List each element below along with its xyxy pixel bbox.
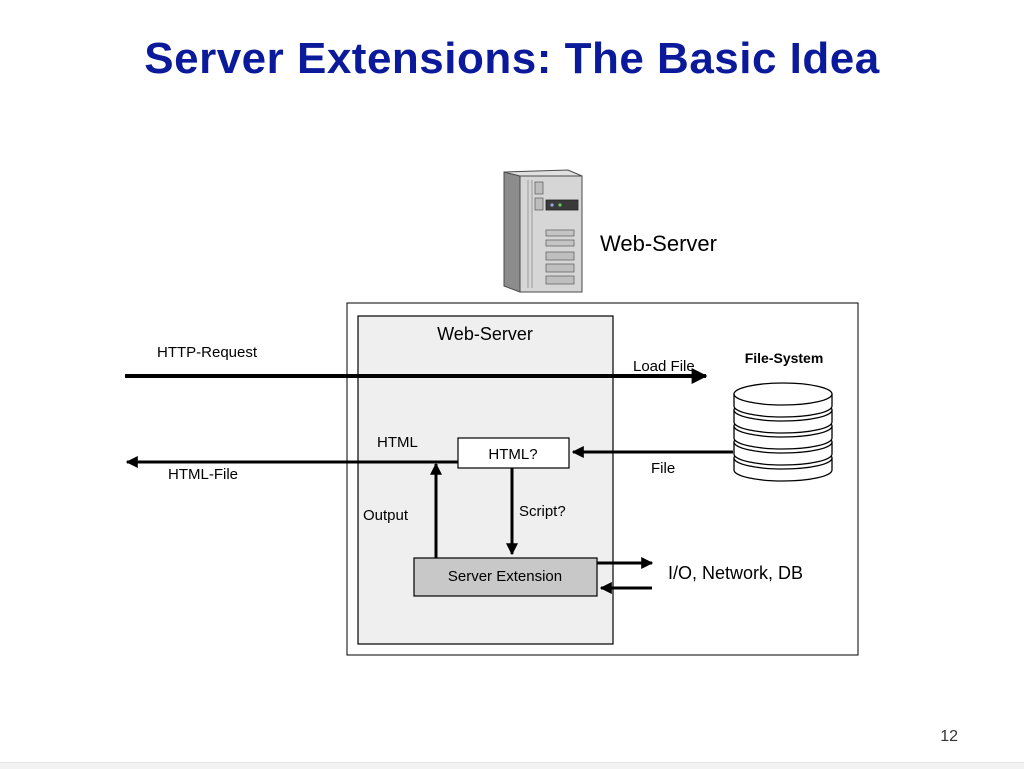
http-request-label: HTTP-Request [157, 344, 258, 361]
html-label: HTML [377, 434, 418, 451]
web-server-box-label: Web-Server [437, 324, 533, 344]
script-label: Script? [519, 503, 566, 520]
footer-bar [0, 762, 1024, 769]
load-file-label: Load File [633, 358, 695, 375]
io-network-db-label: I/O, Network, DB [668, 563, 803, 583]
server-extension-label: Server Extension [448, 568, 562, 585]
html-check-label: HTML? [488, 446, 537, 463]
slide-title: Server Extensions: The Basic Idea [144, 34, 880, 83]
html-check-box [457, 437, 570, 469]
file-label: File [651, 460, 675, 477]
output-label: Output [363, 507, 409, 524]
server-icon-label: Web-Server [600, 231, 717, 256]
server-extension-box [413, 557, 598, 597]
server-tower-icon [503, 169, 583, 293]
html-file-label: HTML-File [168, 466, 238, 483]
page-number: 12 [940, 728, 958, 745]
file-system-disk-stack [733, 382, 833, 482]
file-system-label: File-System [745, 350, 824, 366]
